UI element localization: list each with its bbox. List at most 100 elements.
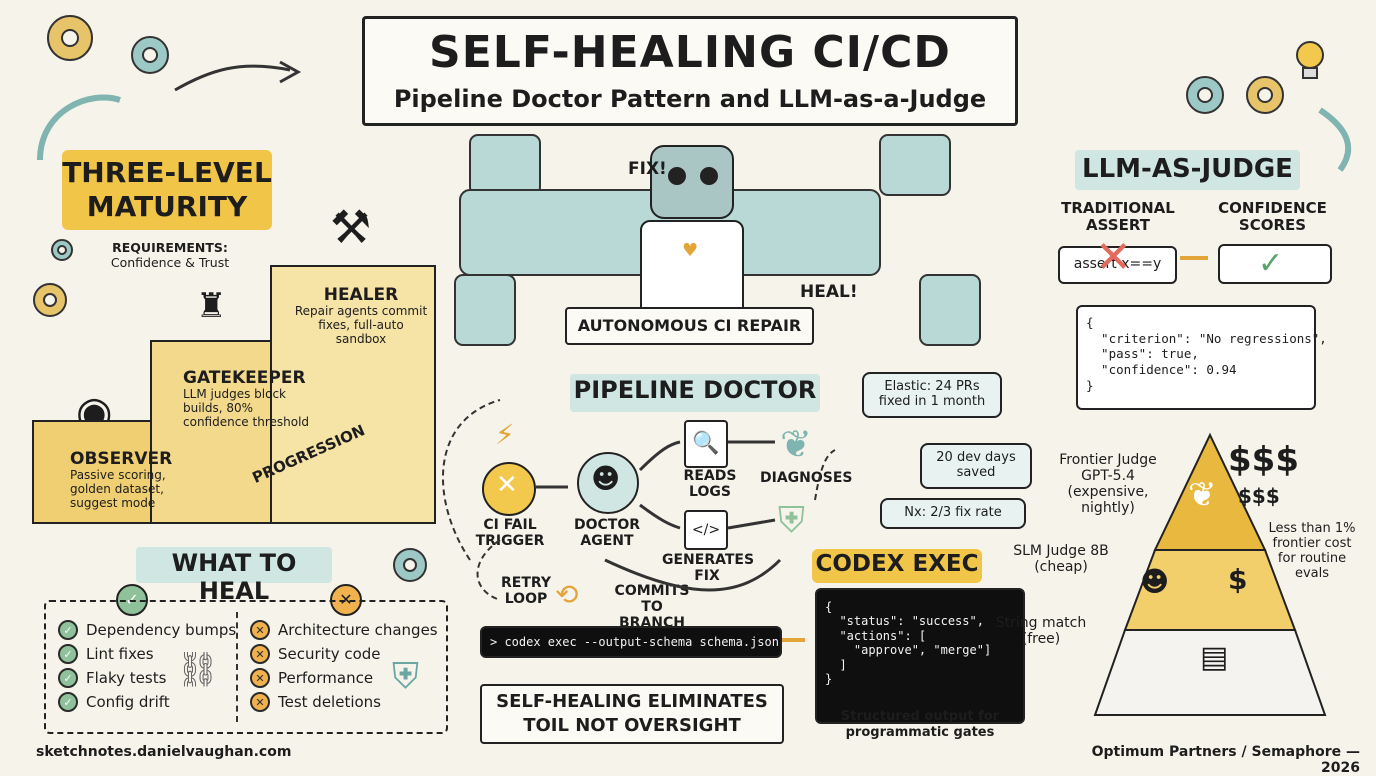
brain-icon: ❦ (780, 422, 812, 466)
x-icon: ✕ (250, 692, 270, 712)
retry-label: RETRY LOOP (500, 575, 552, 608)
judge-title: LLM-AS-JUDGE (1082, 154, 1293, 184)
stair-healer (270, 265, 436, 524)
codex-output-line: "actions": [ (825, 628, 927, 643)
frontier-judge-label: Frontier Judge GPT-5.4 (expensive, night… (1059, 452, 1157, 517)
wrench-icon: ⚒ (330, 200, 372, 254)
gatekeeper-title: GATEKEEPER (183, 368, 306, 388)
gatekeeper-block: GATEKEEPER LLM judges block builds, 80% … (183, 368, 343, 429)
castle-icon: ♜ (196, 286, 227, 326)
x-icon: ✕ (250, 644, 270, 664)
doctor-title-bg (570, 374, 820, 412)
requirements-text: Confidence & Trust (110, 255, 230, 270)
cost-note-label: Less than 1% frontier cost for routine e… (1268, 521, 1356, 581)
footer-left: sketchnotes.danielvaughan.com (36, 744, 292, 760)
healer-block: HEALER Repair agents commit fixes, full-… (292, 285, 430, 346)
check-icon: ✓ (58, 620, 78, 640)
robot-icon: ☻ (1140, 565, 1170, 598)
check-icon: ✓ (1258, 246, 1284, 281)
codex-output-line: ] (825, 657, 847, 672)
stat-nx: Nx: 2/3 fix rate (880, 498, 1026, 529)
document-icon: ▤ (1200, 640, 1229, 675)
requirements-title: REQUIREMENTS: (112, 240, 228, 255)
codex-output-line: { (825, 600, 833, 614)
confidence-scores-label: CONFIDENCE SCORES (1218, 199, 1327, 235)
judge-json-line: } (1086, 377, 1094, 393)
check-icon: ✓ (58, 668, 78, 688)
lightbulb-icon (1296, 41, 1324, 79)
gatekeeper-text: LLM judges block builds, 80% confidence … (183, 387, 310, 429)
gear-icon (131, 36, 169, 74)
heal-list-box: ✓Dependency bumps ✓Lint fixes ✓Flaky tes… (44, 600, 448, 734)
codex-output-line: } (825, 671, 833, 686)
shield-icon: ⛨ (392, 656, 420, 697)
stat-elastic: Elastic: 24 PRs fixed in 1 month (862, 372, 1002, 418)
heal-bad-list: ✕Architecture changes ✕Security code ✕Pe… (250, 616, 446, 716)
page-title: SELF-HEALING CI/CD (429, 27, 951, 78)
assert-box: assert x==y ✕ (1058, 236, 1177, 284)
stat-saved: 20 dev days saved (920, 443, 1032, 489)
doctor-agent-node (577, 452, 639, 514)
observer-text: Passive scoring, golden dataset, suggest… (70, 468, 166, 510)
footer-banner-line2: TOIL NOT OVERSIGHT (523, 715, 741, 736)
heal-good-item: ✓Lint fixes (58, 644, 238, 664)
heal-title-bg (136, 547, 332, 583)
heal-bad-item: ✕Test deletions (250, 692, 446, 712)
chain-icon: ⛓ (176, 650, 220, 690)
gear-icon (51, 239, 73, 261)
diagnoses-label: DIAGNOSES (760, 470, 853, 486)
heal-bad-item: ✕Performance (250, 668, 446, 688)
footer-right: Optimum Partners / Semaphore — 2026 (1091, 744, 1360, 776)
refresh-icon: ⟲ (555, 578, 579, 611)
autonomous-banner: AUTONOMOUS CI REPAIR (565, 307, 814, 345)
curved-arrow (1318, 107, 1352, 172)
observer-block: OBSERVER Passive scoring, golden dataset… (70, 449, 190, 510)
judge-title-bg (1075, 150, 1300, 190)
footer-banner: SELF-HEALING ELIMINATES TOIL NOT OVERSIG… (480, 684, 784, 744)
heal-bad-item: ✕Architecture changes (250, 620, 446, 640)
lightning-icon: ⚡ (495, 418, 515, 451)
ci-fail-label: CI FAIL TRIGGER (475, 517, 545, 550)
healer-text: Repair agents commit fixes, full-auto sa… (294, 304, 428, 346)
gear-icon (393, 548, 427, 582)
doctor-agent-label: DOCTOR AGENT (573, 517, 641, 550)
x-icon: ✕ (496, 470, 518, 500)
check-icon: ✓ (58, 692, 78, 712)
codex-title: CODEX EXEC (815, 551, 979, 577)
heal-label: HEAL! (800, 282, 858, 302)
maturity-title-line2: MATURITY (86, 190, 248, 223)
codex-output-line: "status": "success", (825, 614, 984, 629)
healer-title: HEALER (323, 285, 399, 305)
robot-eye (668, 167, 686, 185)
gear-icon (47, 15, 93, 61)
curved-arrow (37, 94, 121, 161)
assert-code: assert x==y (1073, 256, 1162, 272)
robot-icon: ☻ (591, 462, 621, 495)
doctor-title: PIPELINE DOCTOR (573, 376, 817, 404)
codex-output: { "status": "success", "actions": [ "app… (815, 588, 1025, 724)
gear-icon (1246, 76, 1284, 114)
robot-head (650, 145, 734, 219)
fix-label: FIX! (628, 159, 667, 179)
heart-icon: ♥ (682, 240, 699, 261)
heal-good-item: ✓Flaky tests (58, 668, 238, 688)
magnifier-icon: 🔍 (684, 420, 728, 468)
x-icon: ✕ (1095, 232, 1132, 283)
heal-divider (236, 612, 238, 722)
heal-good-item: ✓Config drift (58, 692, 238, 712)
shield-check-icon: ⛨ (778, 500, 806, 541)
maturity-title: THREE-LEVEL MATURITY (62, 150, 272, 230)
codex-caption: Structured output for programmatic gates (840, 709, 1000, 740)
codex-command: > codex exec --output-schema schema.json (480, 626, 782, 658)
dollars-big: $$$ (1228, 440, 1299, 480)
footer-banner-line1: SELF-HEALING ELIMINATES (496, 691, 768, 712)
check-icon: ✓ (58, 644, 78, 664)
reads-logs-label: READS LOGS (683, 468, 737, 501)
observer-title: OBSERVER (70, 449, 173, 469)
robot-illustration: ♥ (610, 135, 770, 335)
judge-json-line: { (1086, 315, 1094, 330)
codex-output-line: "approve", "merge"] (825, 643, 992, 658)
page-subtitle: Pipeline Doctor Pattern and LLM-as-a-Jud… (393, 85, 987, 113)
heal-good-item: ✓Dependency bumps (58, 620, 238, 640)
